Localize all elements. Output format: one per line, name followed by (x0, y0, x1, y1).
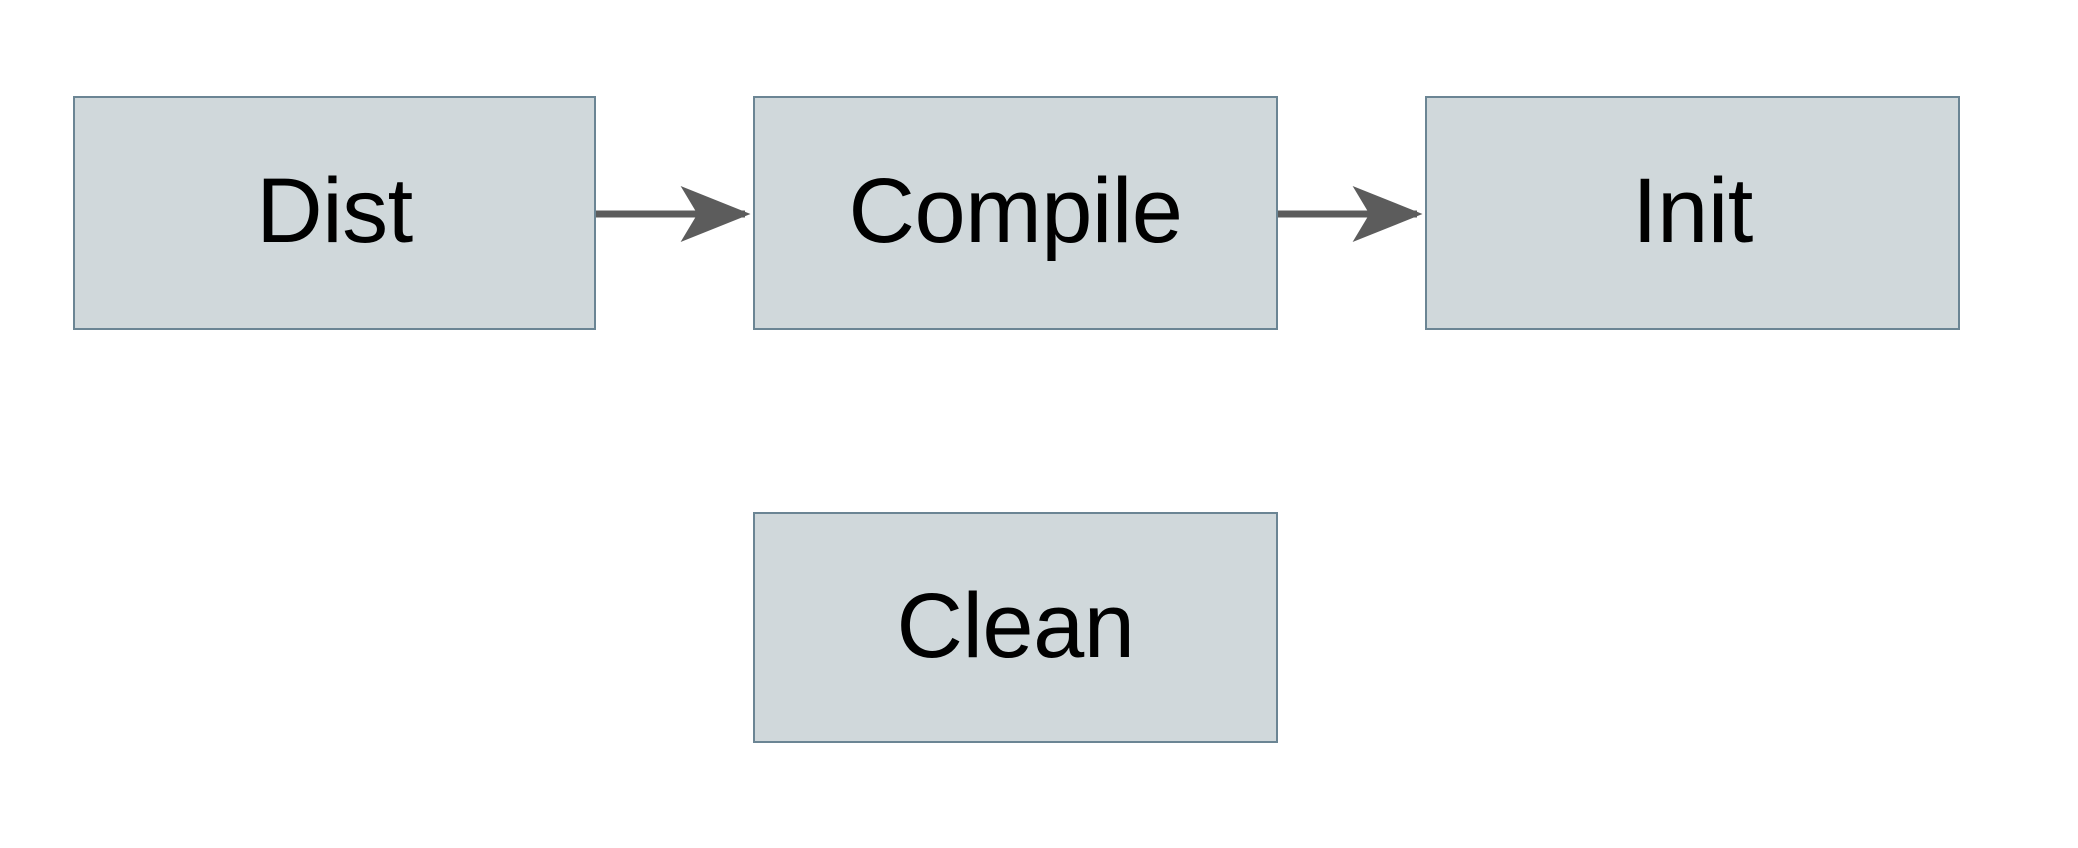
node-dist[interactable]: Dist (73, 96, 596, 330)
node-compile[interactable]: Compile (753, 96, 1278, 330)
node-dist-label: Dist (256, 160, 413, 262)
node-compile-label: Compile (848, 160, 1183, 262)
node-clean-label: Clean (896, 574, 1135, 677)
node-init[interactable]: Init (1425, 96, 1960, 330)
node-init-label: Init (1632, 160, 1753, 262)
node-clean[interactable]: Clean (753, 512, 1278, 743)
